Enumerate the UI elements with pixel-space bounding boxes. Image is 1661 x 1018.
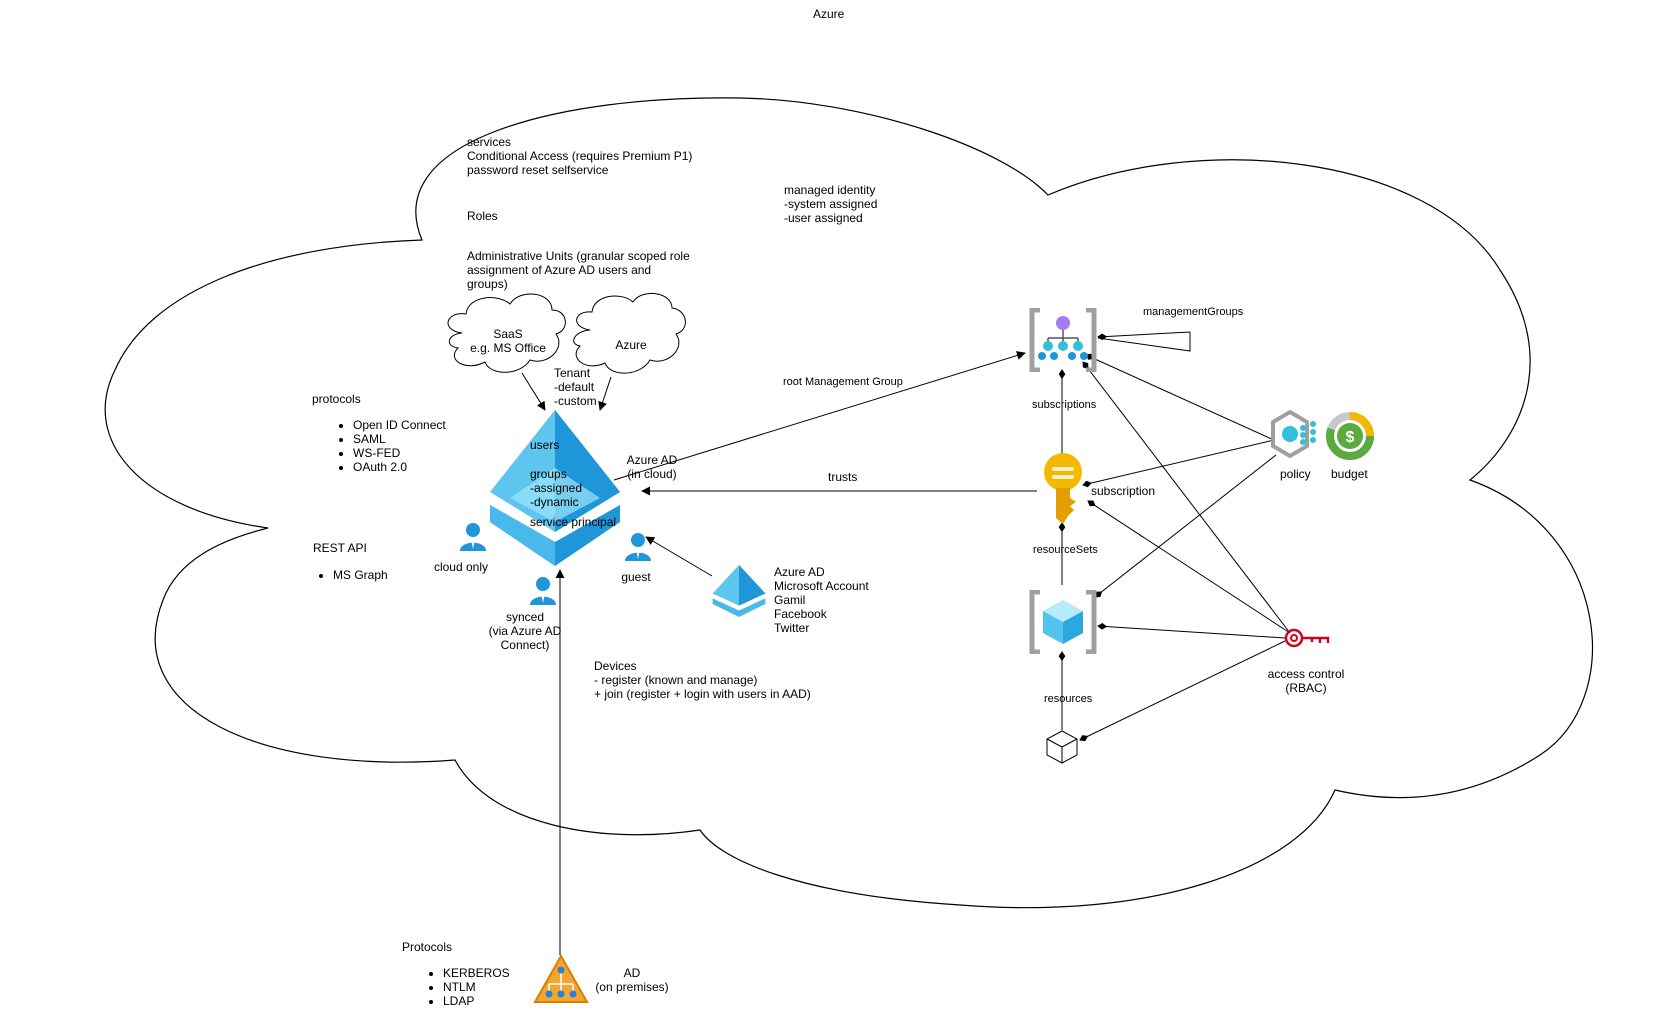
resource-cube-icon <box>1046 730 1078 764</box>
saas-cloud-label: SaaS e.g. MS Office <box>470 327 546 355</box>
svg-text:$: $ <box>1346 429 1355 446</box>
resource-group-icon <box>1029 590 1097 654</box>
protocol-item: OAuth 2.0 <box>353 460 453 474</box>
saas-cloud-shape <box>447 293 566 373</box>
root-management-group-label: root Management Group <box>783 376 903 388</box>
users-label: users <box>530 438 560 452</box>
resources-label: resources <box>1044 693 1093 705</box>
admin-units-text: Administrative Units (granular scoped ro… <box>467 249 690 291</box>
access-control-key-icon <box>1284 628 1330 648</box>
diagram-title: Azure <box>813 7 845 21</box>
protocol-item: SAML <box>353 432 453 446</box>
service-principal-label: service principal <box>530 515 617 529</box>
azure-small-cloud-shape <box>573 293 686 374</box>
external-azure-ad-icon <box>712 565 766 617</box>
services-text: services Conditional Access (requires Pr… <box>467 135 693 177</box>
subscription-label: subscription <box>1091 484 1156 498</box>
on-prem-protocols-list: KERBEROS NTLM LDAP <box>405 966 510 1008</box>
on-prem-protocol-item: LDAP <box>443 994 510 1008</box>
rest-api-list: MS Graph <box>295 568 388 582</box>
managed-identity-text: managed identity -system assigned -user … <box>784 183 878 225</box>
rest-api-item: MS Graph <box>333 568 388 582</box>
azure-ad-pyramid-icon <box>490 410 620 566</box>
protocol-item: WS-FED <box>353 446 453 460</box>
subscription-key-icon <box>1044 453 1082 524</box>
tenant-label: Tenant -default -custom <box>554 366 597 408</box>
access-control-label: access control (RBAC) <box>1267 667 1345 695</box>
guest-label: guest <box>621 570 651 584</box>
roles-text: Roles <box>467 209 498 223</box>
on-prem-protocol-item: NTLM <box>443 980 510 994</box>
management-group-icon <box>1029 308 1097 372</box>
azure-cloud-boundary <box>104 97 1593 909</box>
groups-label: groups -assigned -dynamic <box>530 467 583 509</box>
azure-ad-label: Azure AD (in cloud) <box>626 453 678 481</box>
on-premises-ad-label: AD (on premises) <box>595 966 669 994</box>
protocols-heading: protocols <box>312 392 361 406</box>
protocols-list: Open ID Connect SAML WS-FED OAuth 2.0 <box>315 418 453 474</box>
protocol-item: Open ID Connect <box>353 418 453 432</box>
on-premises-ad-icon <box>533 954 589 1003</box>
synced-user-icon <box>530 577 556 605</box>
policy-label: policy <box>1280 467 1311 481</box>
external-idps-label: Azure AD Microsoft Account Gamil Faceboo… <box>774 565 869 635</box>
trusts-label: trusts <box>828 470 858 484</box>
rest-api-heading: REST API <box>313 541 367 555</box>
on-prem-protocol-item: KERBEROS <box>443 966 510 980</box>
budget-label: budget <box>1331 467 1368 481</box>
budget-icon: $ <box>1326 412 1374 460</box>
policy-icon <box>1271 410 1316 458</box>
management-groups-label: managementGroups <box>1143 306 1244 318</box>
cloud-only-label: cloud only <box>433 560 489 574</box>
cloud-only-user-icon <box>460 523 486 551</box>
resource-sets-label: resourceSets <box>1033 544 1098 556</box>
azure-cloud-label: Azure <box>615 338 647 352</box>
guest-user-icon <box>625 533 651 561</box>
synced-label: synced (via Azure AD Connect) <box>488 610 562 652</box>
devices-text: Devices - register (known and manage) + … <box>594 659 811 701</box>
subscriptions-label: subscriptions <box>1032 399 1097 411</box>
on-prem-protocols-heading: Protocols <box>402 940 453 954</box>
